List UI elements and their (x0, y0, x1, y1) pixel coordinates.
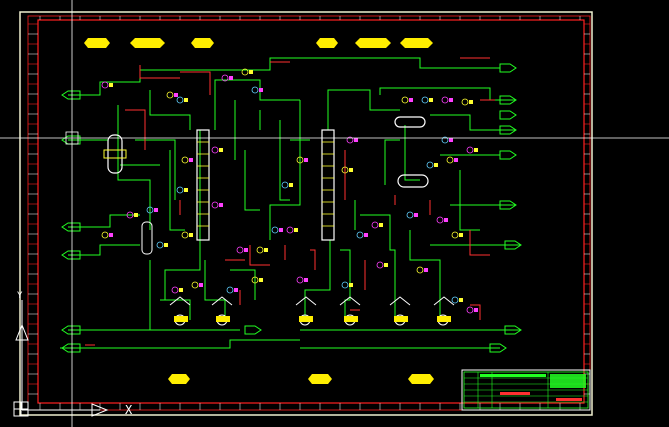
svg-text:Y: Y (17, 291, 23, 301)
process-lines (60, 57, 520, 349)
pump-4 (344, 314, 358, 326)
title-block[interactable] (461, 369, 591, 411)
top-label-1 (84, 38, 110, 48)
pump-1 (174, 314, 188, 326)
bottom-label-3 (408, 374, 434, 384)
sheet-border-zone (27, 15, 591, 411)
sheet-inner-frame (37, 19, 585, 404)
pump-row (169, 296, 455, 326)
feed-drum[interactable] (103, 134, 127, 174)
pump-6 (437, 314, 451, 326)
reflux-drum-2[interactable] (397, 174, 429, 188)
pump-5 (394, 314, 408, 326)
distillation-column-2[interactable] (321, 129, 335, 241)
pump-3 (299, 314, 313, 326)
instrument-bubbles (101, 68, 478, 314)
top-label-6 (400, 38, 433, 48)
pump-2 (216, 314, 230, 326)
svg-text:X: X (125, 403, 133, 417)
border-ticks (28, 16, 590, 410)
bottom-label-2 (308, 374, 332, 384)
top-label-4 (316, 38, 338, 48)
top-label-5 (355, 38, 391, 48)
bottom-label-1 (168, 374, 190, 384)
ucs-axis-icon: Y X (13, 291, 133, 417)
utility-lines (85, 57, 495, 346)
sheet-outer-frame (19, 11, 593, 416)
stream-tags (61, 63, 522, 353)
top-label-3 (191, 38, 214, 48)
top-label-2 (130, 38, 165, 48)
bottom-label-row (168, 374, 434, 384)
distillation-column-1[interactable] (196, 129, 210, 241)
side-vessel[interactable] (141, 221, 153, 255)
reflux-drum-1[interactable] (394, 116, 426, 128)
top-label-row (84, 38, 433, 48)
